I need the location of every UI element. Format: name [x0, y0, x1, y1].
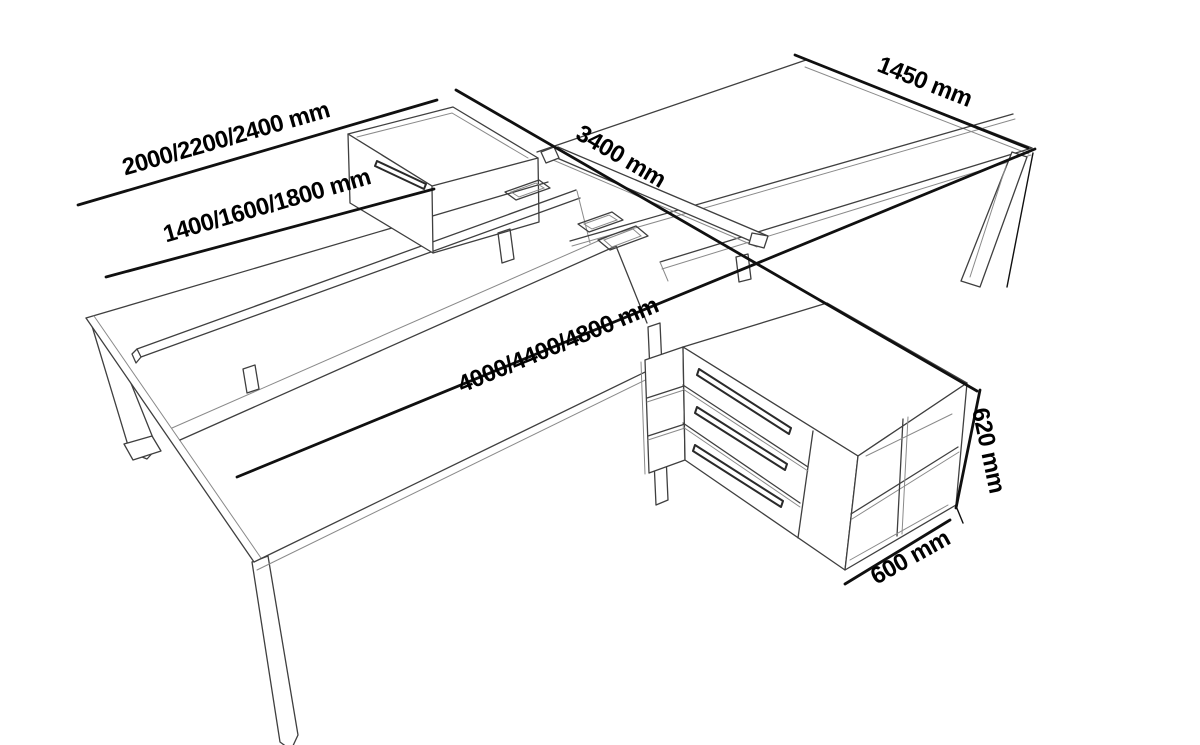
- rail-right-end: [576, 190, 591, 244]
- right-desk-end-leg-inner: [969, 165, 1007, 278]
- cable-slot: [577, 211, 624, 233]
- drawer-handle-middle: [694, 406, 788, 471]
- cabinet-shelf-line-inner: [647, 427, 686, 441]
- spine-left-cap: [540, 146, 560, 164]
- cubby-shelf-inner: [851, 451, 960, 520]
- left-desktop-end-edge-inner: [93, 315, 262, 559]
- right-desktop-left-cut-edge: [659, 261, 669, 282]
- spine-right-cap: [748, 232, 769, 249]
- cabinet-shelf-column: [644, 346, 686, 474]
- left-desktop-end-edge: [85, 317, 255, 563]
- cubby-depth-line: [849, 504, 949, 561]
- left-desktop-front-edge-thickness: [256, 364, 677, 571]
- dimension-extension-line: [1006, 152, 1034, 288]
- drawer-separator: [682, 422, 801, 504]
- right-desktop-back-edge: [536, 59, 807, 153]
- right-desktop-center-seam: [569, 113, 1014, 242]
- left-bench-desk: [85, 181, 700, 745]
- dimension-line: [76, 98, 439, 207]
- drawer-separator-inner: [682, 426, 801, 508]
- drawer-separator-inner: [682, 388, 809, 472]
- drawer-handle-top: [696, 368, 792, 435]
- screen-bottom-edge: [179, 245, 617, 441]
- cable-slot: [597, 225, 649, 251]
- right-desktop-front-edge-thickness: [661, 154, 1032, 270]
- dimension-line: [235, 147, 1037, 479]
- cable-slot-inner: [582, 214, 619, 230]
- cabinet-shelf-line: [647, 423, 686, 437]
- cabinet-shelf-line-inner: [646, 389, 685, 403]
- right-desktop-center-seam-inner: [571, 118, 1016, 247]
- cable-slot-inner: [603, 228, 642, 248]
- cable-slot: [504, 179, 551, 201]
- return-top-inset: [356, 112, 529, 159]
- left-desk-end-leg-foot: [123, 435, 162, 461]
- storage-cabinet: [640, 302, 968, 571]
- cabinet-front-stile: [797, 430, 814, 539]
- left-desktop-front-edge: [253, 356, 677, 563]
- drawer-separator: [682, 384, 809, 468]
- dimension-line: [793, 53, 1030, 150]
- left-desktop-back-edge: [85, 181, 549, 319]
- return-drawer-handle: [374, 160, 427, 190]
- cabinet-shelf-line: [646, 385, 685, 399]
- right-desk-end-leg: [960, 151, 1028, 288]
- dimension-extension-tick: [955, 505, 964, 524]
- dimension-label: 1400/1600/1800 mm: [160, 163, 373, 248]
- cabinet-shelf-column-edge: [640, 361, 646, 475]
- cable-slot-inner: [509, 182, 546, 198]
- rail-top-edge-lower: [140, 197, 581, 358]
- dimension-label: 620 mm: [966, 405, 1010, 495]
- left-desk-front-leg: [251, 555, 299, 745]
- screen-bracket-right: [497, 228, 515, 264]
- dimension-line: [843, 518, 952, 586]
- screen-inner-line: [171, 236, 608, 429]
- right-desktop-surface: [537, 60, 1032, 262]
- rail-left-end-cap: [131, 348, 142, 364]
- right-desktop-end-edge-thickness: [804, 66, 1030, 155]
- return-storage-unit: [347, 106, 540, 254]
- dimension-line: [104, 187, 436, 279]
- drawer-handle-bottom: [692, 444, 784, 508]
- screen-bracket-left: [242, 364, 260, 394]
- return-right-edge: [432, 157, 540, 254]
- cable-access-slots: [504, 179, 649, 251]
- dimension-line: [954, 388, 982, 510]
- dimension-line: [454, 88, 979, 393]
- cubby-depth-line: [865, 413, 953, 457]
- rail-top-edge: [136, 189, 577, 350]
